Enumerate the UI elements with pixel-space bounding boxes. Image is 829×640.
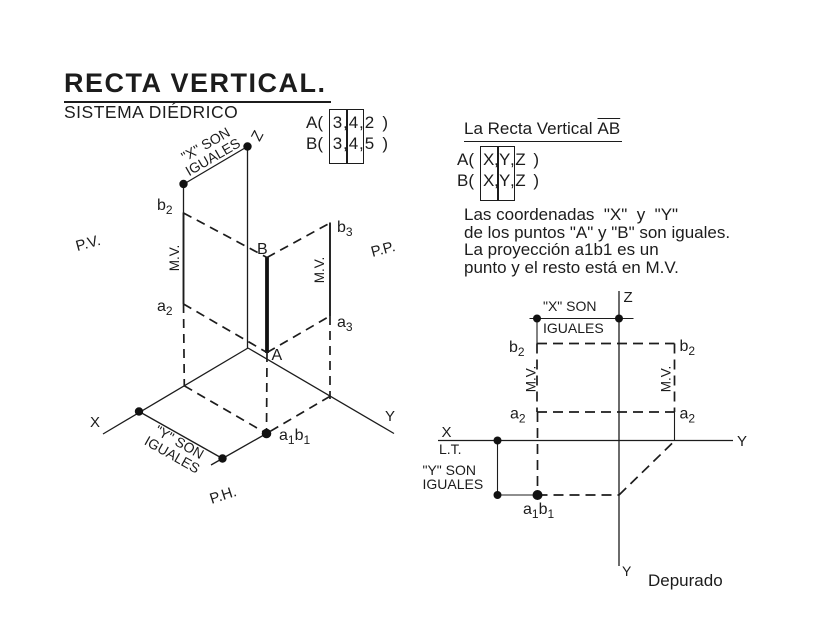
z-axis-label: Z — [248, 128, 267, 144]
dep-lt-dot — [493, 436, 502, 445]
page-subtitle: SISTEMA DIÉDRICO — [64, 102, 239, 122]
dep-label-a2-left: a2 — [510, 406, 526, 426]
x-axis-line — [102, 347, 249, 435]
plane-pp-label: P.P. — [369, 238, 397, 261]
page-title: RECTA VERTICAL. — [64, 68, 331, 103]
x-equal-dot — [179, 179, 188, 189]
y-column-box — [497, 146, 515, 201]
dep-y-equal-line2: IGUALES — [423, 476, 484, 492]
dep-x-equal-dot-right — [615, 314, 623, 323]
dep-lt-label: L.T. — [439, 441, 462, 457]
dep-label-b2-right: b2 — [680, 338, 696, 358]
a2-drop-dashed — [182, 303, 186, 387]
heading-main-text: La Recta Vertical — [464, 119, 593, 138]
dep-mv-right-label: M.V. — [659, 366, 674, 393]
x-axis-label: X — [90, 414, 100, 431]
z-top-dot — [243, 142, 252, 151]
axonometric-diagram: Z X Y P.V. P.P. P.H. M.V. M.V. "X" SON I… — [74, 124, 397, 508]
label-b2: b2 — [157, 197, 173, 217]
y-equal-note: "Y" SON IGUALES — [142, 422, 207, 477]
x-equal-measure-line — [180, 144, 251, 187]
dep-y-equal-dot — [493, 491, 502, 499]
mv-left-label: M.V. — [167, 245, 182, 272]
label-a2: a2 — [157, 298, 173, 318]
mv-right-label: M.V. — [312, 257, 327, 284]
dep-45deg-dashed — [618, 440, 676, 496]
a2-to-a-dashed — [183, 303, 268, 354]
label-a1b1: a1b1 — [279, 427, 311, 447]
heading-ab-overline: AB — [597, 119, 621, 138]
plane-pv-label: P.V. — [74, 232, 103, 255]
dep-x-axis-label: X — [442, 424, 452, 441]
dep-x-equal-line1: "X" SON — [543, 298, 597, 314]
dep-y-equal-line1: "Y" SON — [423, 462, 477, 478]
coordinates-numeric-row-b: B(3,4,5) — [306, 134, 388, 153]
coordinates-generic-row-a: A(X,Y,Z) — [457, 150, 539, 169]
a-drop-dashed — [265, 352, 268, 434]
x-axis-dot — [134, 407, 144, 416]
y-axis-line — [247, 347, 395, 435]
depurado-caption: Depurado — [648, 571, 723, 590]
depurado-diagram: Z X Y Y L.T. "X" SON IGUALES "Y" SON IGU… — [423, 289, 748, 590]
label-a3: a3 — [337, 314, 353, 334]
label-a: A — [272, 347, 283, 364]
label-b: B — [257, 241, 268, 258]
y-equal-dot — [218, 454, 227, 463]
coordinates-generic-block: A(X,Y,Z) B(X,Y,Z) — [457, 146, 539, 201]
x-column-box — [480, 146, 498, 201]
dep-mv-left-label: M.V. — [524, 366, 539, 393]
explanation-paragraph: Las coordenadas "X" y "Y" de los puntos … — [464, 205, 731, 277]
coordinates-numeric-block: A(3,4,2) B(3,4,5) — [306, 109, 388, 164]
dep-label-a2-right: a2 — [680, 406, 696, 426]
y-axis-label: Y — [385, 408, 395, 425]
dep-label-b2-left: b2 — [509, 339, 525, 359]
b2-to-b-dashed — [183, 212, 268, 259]
y-column-box — [346, 109, 364, 164]
b-to-b3-dashed — [266, 222, 331, 259]
dep-z-axis-label: Z — [624, 289, 633, 306]
floor-right-dashed — [266, 395, 331, 435]
dep-x-equal-dot-left — [533, 314, 541, 323]
dep-label-a1b1: a1b1 — [523, 501, 555, 521]
dep-y-right-label: Y — [737, 433, 747, 450]
dep-x-equal-line2: IGUALES — [543, 320, 604, 336]
plane-ph-label: P.H. — [208, 483, 239, 508]
coordinates-generic-row-b: B(X,Y,Z) — [457, 171, 539, 190]
dep-y-bottom-label: Y — [622, 563, 632, 579]
coordinates-numeric-row-a: A(3,4,2) — [306, 113, 388, 132]
y-equal-measure-line — [135, 408, 227, 462]
x-column-box — [329, 109, 347, 164]
a-to-a3-dashed — [266, 315, 331, 354]
dep-a1b1-dot — [532, 490, 543, 500]
floor-left-dashed — [183, 385, 267, 435]
a1b1-dot — [261, 428, 272, 439]
label-b3: b3 — [337, 219, 353, 239]
x-equal-note: "X" SON IGUALES — [178, 124, 243, 179]
